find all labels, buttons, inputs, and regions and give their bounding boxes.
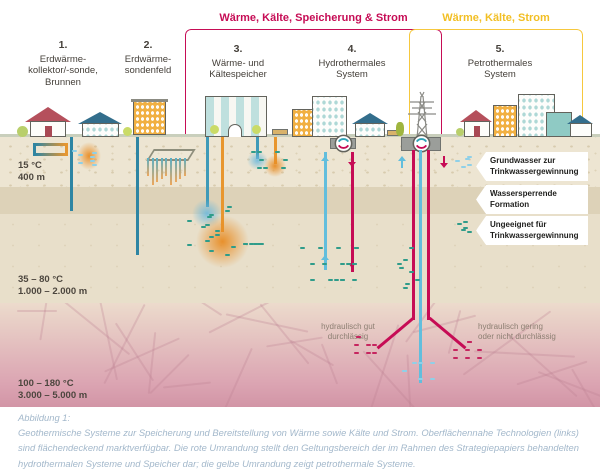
flow-up-arrow-icon xyxy=(398,155,406,168)
probe-pipe-line xyxy=(179,158,182,179)
probe-pipe-line xyxy=(165,158,168,176)
production-well-line xyxy=(324,152,327,270)
probe-pipe-line xyxy=(156,158,159,182)
fracture-line xyxy=(259,303,310,365)
fracture-line xyxy=(320,343,339,385)
system-label-4: 4. Hydrothermales System xyxy=(318,43,386,80)
shallow-cold-well-line xyxy=(256,137,259,159)
flow-down-arrow-icon xyxy=(348,155,356,168)
fracture-line xyxy=(211,347,253,407)
probe-pipe-line xyxy=(183,158,186,176)
probe-pipe-line xyxy=(170,158,172,185)
production-dashes-icon xyxy=(402,360,438,386)
injection-dashes-icon xyxy=(450,336,486,362)
caption-label: Abbildung 1: xyxy=(18,412,71,423)
fracture-line xyxy=(39,303,50,341)
legend-unsuitable-icon xyxy=(452,220,474,236)
flow-down-arrow-icon xyxy=(348,256,356,269)
fracture-line xyxy=(537,371,600,397)
system-label-2: 2. Erdwärme- sondenfeld xyxy=(124,39,172,76)
fracture-line xyxy=(149,353,190,395)
heat-plume-icon xyxy=(196,215,249,268)
cold-storage-well-line xyxy=(206,137,209,207)
fracture-line xyxy=(506,332,578,398)
transmission-tower-icon xyxy=(408,91,436,138)
tree-icon xyxy=(396,122,404,136)
ground-collector-loop-icon xyxy=(33,143,68,156)
system-label-1: 1. Erdwärme- kollektor/-sonde, Brunnen xyxy=(28,39,98,88)
figure-caption: Abbildung 1: Geothermische Systeme zur S… xyxy=(18,410,584,471)
injection-dashes-icon xyxy=(352,336,388,362)
deep-injection-line-right xyxy=(427,150,430,320)
legend-groundwater-icon xyxy=(453,154,475,170)
deep-injection-line-left xyxy=(412,150,415,320)
probe-pipe-line xyxy=(147,158,149,176)
bush-icon xyxy=(17,126,28,137)
system-label-3: 3. Wärme- und Kältespeicher xyxy=(209,43,267,80)
borehole-probe-line xyxy=(70,137,73,211)
probe-pipe-line xyxy=(160,158,163,179)
fracture-line xyxy=(225,313,309,333)
unsuitable-dashes-icon xyxy=(300,243,378,293)
unsuitable-dashes-icon xyxy=(244,146,292,172)
tree-icon xyxy=(123,127,132,136)
system-label-5: 5. Petrothermales System xyxy=(467,43,533,80)
unsuitable-dashes-icon xyxy=(183,204,241,260)
shallow-cold-plume-icon xyxy=(247,151,268,170)
deep-probe-line xyxy=(136,137,139,255)
fracture-line xyxy=(163,381,211,389)
shallow-heat-plume-icon xyxy=(264,155,286,177)
fracture-line xyxy=(571,368,600,407)
heat-pump-icon xyxy=(334,134,353,153)
header-yellow-scope: Wärme, Kälte, Strom xyxy=(442,12,550,24)
heat-storage-well-line xyxy=(221,137,224,232)
deep-production-line xyxy=(419,150,422,383)
flow-up-arrow-icon xyxy=(321,155,329,168)
layer-petrothermal xyxy=(0,303,600,407)
well-heat-plume-icon xyxy=(77,142,101,170)
groundwater-dashes-icon xyxy=(72,150,108,170)
injection-well-line xyxy=(351,152,354,272)
header-red-scope: Wärme, Kälte, Speicherung & Strom xyxy=(219,12,408,24)
probe-pipe-line xyxy=(151,158,154,185)
caption-text: Geothermische Systeme zur Speicherung un… xyxy=(18,427,579,469)
probe-pipe-line xyxy=(174,158,177,182)
unsuitable-dashes-icon xyxy=(240,228,272,262)
fracture-line xyxy=(17,310,57,312)
unsuitable-dashes-icon xyxy=(392,246,422,292)
fracture-line xyxy=(147,332,157,394)
shallow-heat-well-line xyxy=(274,137,277,164)
flow-down-arrow-icon xyxy=(440,156,448,169)
fracture-line xyxy=(186,303,223,317)
